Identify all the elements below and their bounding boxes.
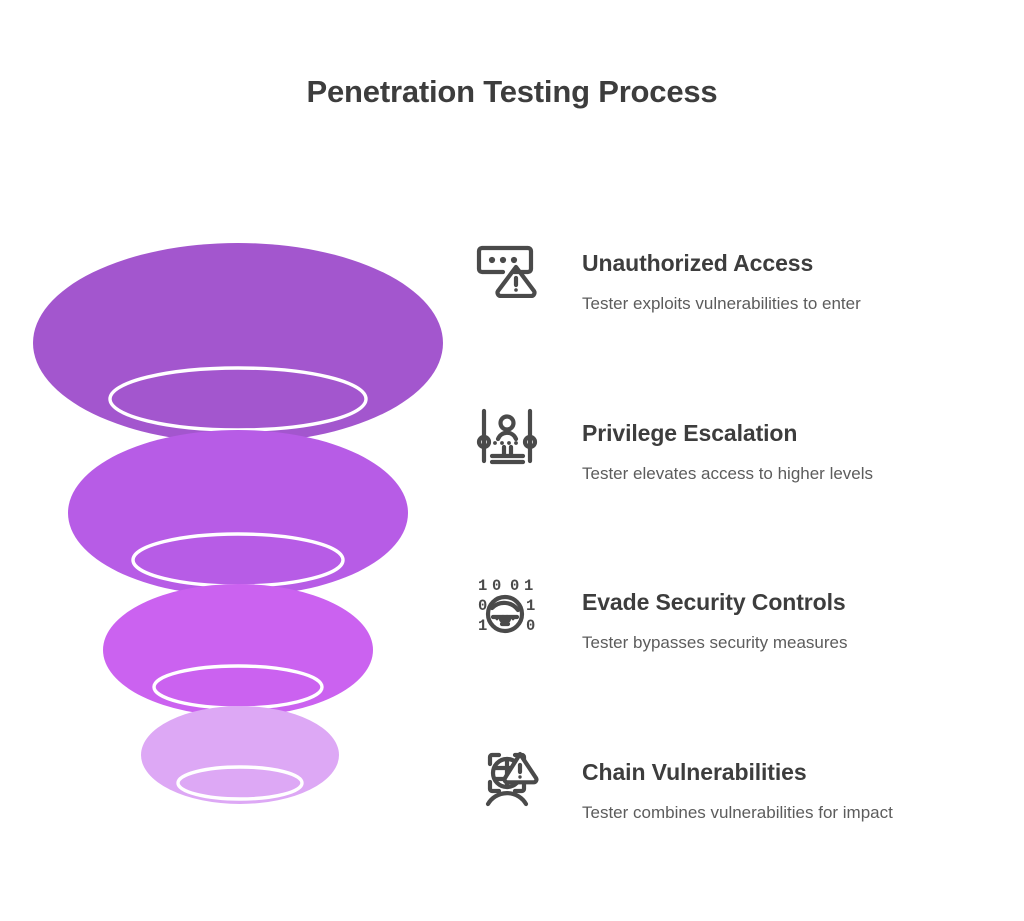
page-title: Penetration Testing Process	[306, 74, 718, 109]
binary-face-icon: 1 0 0 1 0 1 1 0	[468, 571, 546, 641]
step-text-block: Chain Vulnerabilities Tester combines vu…	[546, 741, 1024, 825]
binary-digit: 1	[526, 597, 535, 615]
binary-digit: 0	[478, 597, 487, 615]
step-heading: Chain Vulnerabilities	[582, 759, 807, 785]
step-text-block: Unauthorized Access Tester exploits vuln…	[546, 232, 1024, 316]
step-heading: Evade Security Controls	[582, 589, 846, 615]
binary-digit: 1	[524, 577, 533, 595]
funnel-tier-3-body	[103, 584, 373, 716]
step-item-chain-vulnerabilities: Chain Vulnerabilities Tester combines vu…	[468, 741, 1024, 825]
funnel-diagram	[0, 0, 470, 921]
step-text-block: Privilege Escalation Tester elevates acc…	[546, 402, 1024, 486]
step-description: Tester elevates access to higher levels	[582, 464, 874, 484]
step-heading: Privilege Escalation	[582, 420, 798, 446]
binary-digit: 1	[478, 617, 487, 635]
step-heading: Unauthorized Access	[582, 250, 814, 276]
step-description: Tester bypasses security measures	[582, 633, 848, 653]
privilege-sliders-user-icon	[468, 402, 546, 472]
step-item-unauthorized-access: Unauthorized Access Tester exploits vuln…	[468, 232, 1024, 316]
scan-frame-warning-icon	[468, 741, 546, 811]
step-item-privilege-escalation: Privilege Escalation Tester elevates acc…	[468, 402, 1024, 486]
step-item-evade-security-controls: 1 0 0 1 0 1 1 0	[468, 571, 1024, 655]
binary-digit: 0	[492, 577, 501, 595]
step-text-block: Evade Security Controls Tester bypasses …	[546, 571, 1024, 655]
binary-digit: 0	[510, 577, 519, 595]
step-description: Tester combines vulnerabilities for impa…	[582, 803, 893, 823]
binary-digit: 0	[526, 617, 535, 635]
funnel-tier-2-body	[68, 430, 408, 596]
funnel-tier-2	[68, 430, 408, 596]
funnel-tier-4-body	[141, 706, 339, 804]
funnel-tier-1-body	[33, 243, 443, 443]
step-description: Tester exploits vulnerabilities to enter	[582, 294, 861, 314]
password-field-warning-icon	[468, 232, 546, 302]
funnel-tier-4-inner-ring	[176, 765, 304, 801]
funnel-tier-1	[33, 243, 443, 443]
funnel-tier-3	[103, 584, 373, 716]
binary-digit: 1	[478, 577, 487, 595]
funnel-tier-4	[141, 706, 339, 804]
